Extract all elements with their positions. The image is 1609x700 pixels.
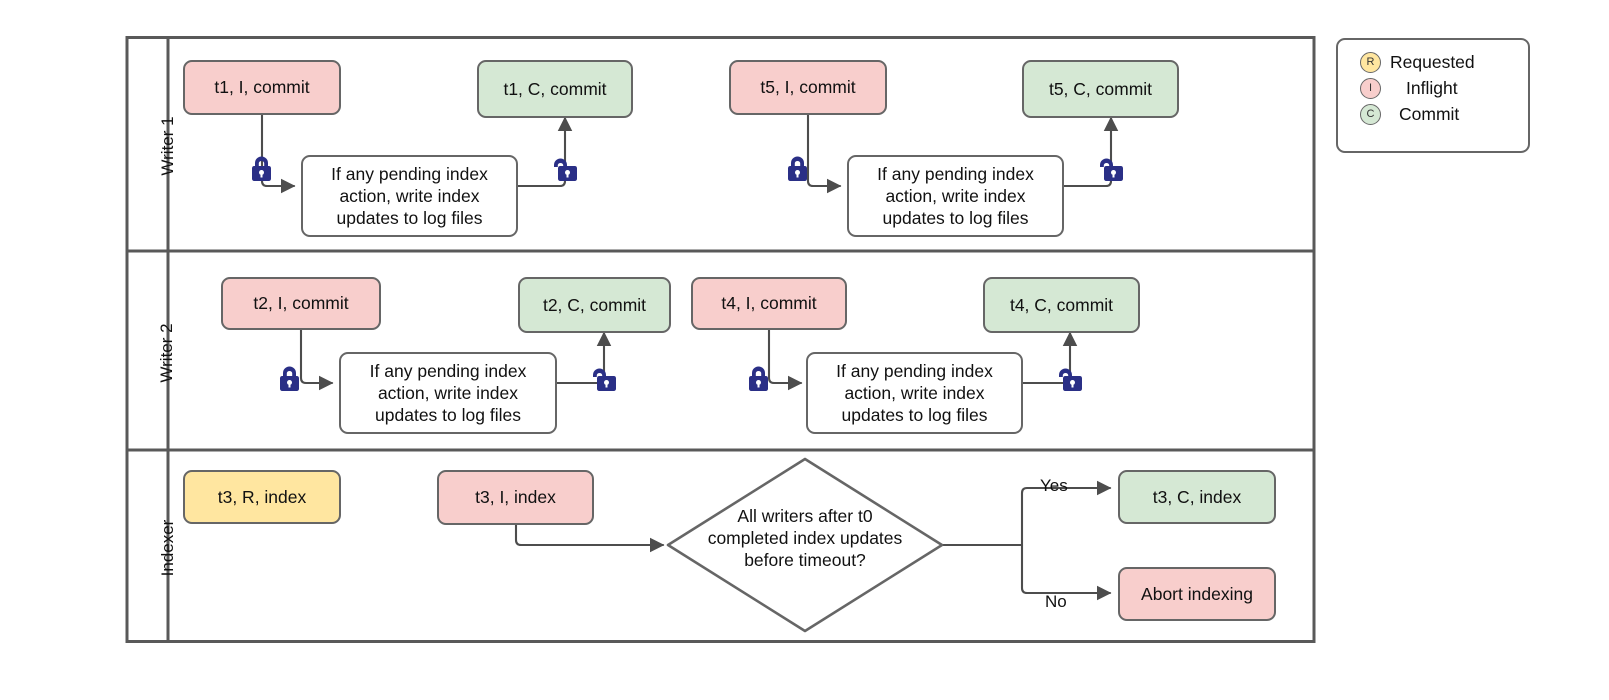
lane-label-indexer: Indexer [158, 519, 177, 577]
lock-open-t5 [1100, 158, 1123, 181]
legend-commit-icon: C [1360, 103, 1381, 125]
node-t3-commit[interactable]: t3, C, index [1118, 470, 1276, 524]
timeout-decision-label: All writers after t0 completed index upd… [707, 506, 903, 571]
node-t2-inflight[interactable]: t2, I, commit [221, 277, 381, 330]
indexer-connectors [514, 480, 1112, 601]
legend-requested-label: Requested [1390, 51, 1475, 72]
node-t5-inflight[interactable]: t5, I, commit [729, 60, 887, 115]
timeout-decision-shape[interactable] [666, 457, 944, 633]
node-t3-requested[interactable]: t3, R, index [183, 470, 341, 524]
lock-open-t1 [554, 158, 577, 181]
legend-commit-label: Commit [1399, 103, 1460, 124]
node-t4-commit[interactable]: t4, C, commit [983, 277, 1140, 333]
legend-panel: R Requested I Inflight C Commit [1336, 38, 1530, 153]
node-t5-commit[interactable]: t5, C, commit [1022, 60, 1179, 118]
legend-item-requested: R Requested [1338, 49, 1528, 75]
branch-label-no: No [1045, 592, 1067, 611]
legend-requested-icon: R [1360, 51, 1381, 73]
node-t2-commit[interactable]: t2, C, commit [518, 277, 671, 333]
node-t5-process[interactable]: If any pending index action, write index… [847, 155, 1064, 237]
node-t3-inflight[interactable]: t3, I, index [437, 470, 594, 525]
legend-item-inflight: I Inflight [1338, 75, 1528, 101]
branch-label-yes: Yes [1040, 476, 1068, 495]
node-t1-process[interactable]: If any pending index action, write index… [301, 155, 518, 237]
lock-closed-t1 [252, 156, 271, 181]
node-t4-process[interactable]: If any pending index action, write index… [806, 352, 1023, 434]
lock-closed-t5 [788, 156, 807, 181]
legend-item-commit: C Commit [1338, 101, 1528, 127]
lock-open-t2 [593, 368, 616, 391]
legend-inflight-icon: I [1360, 77, 1381, 99]
lock-closed-t2 [280, 366, 299, 391]
pool-frame [125, 36, 1316, 643]
node-t2-process[interactable]: If any pending index action, write index… [339, 352, 557, 434]
node-t1-commit[interactable]: t1, C, commit [477, 60, 633, 118]
lane-label-writer2: Writer 2 [157, 323, 176, 383]
legend-inflight-label: Inflight [1406, 77, 1458, 98]
lane-label-writer1: Writer 1 [158, 116, 177, 176]
node-abort-indexing[interactable]: Abort indexing [1118, 567, 1276, 621]
writer1-connectors [260, 113, 1119, 194]
node-t1-inflight[interactable]: t1, I, commit [183, 60, 341, 115]
lock-closed-t4 [749, 366, 768, 391]
lock-open-t4 [1059, 368, 1082, 391]
node-t4-inflight[interactable]: t4, I, commit [691, 277, 847, 330]
